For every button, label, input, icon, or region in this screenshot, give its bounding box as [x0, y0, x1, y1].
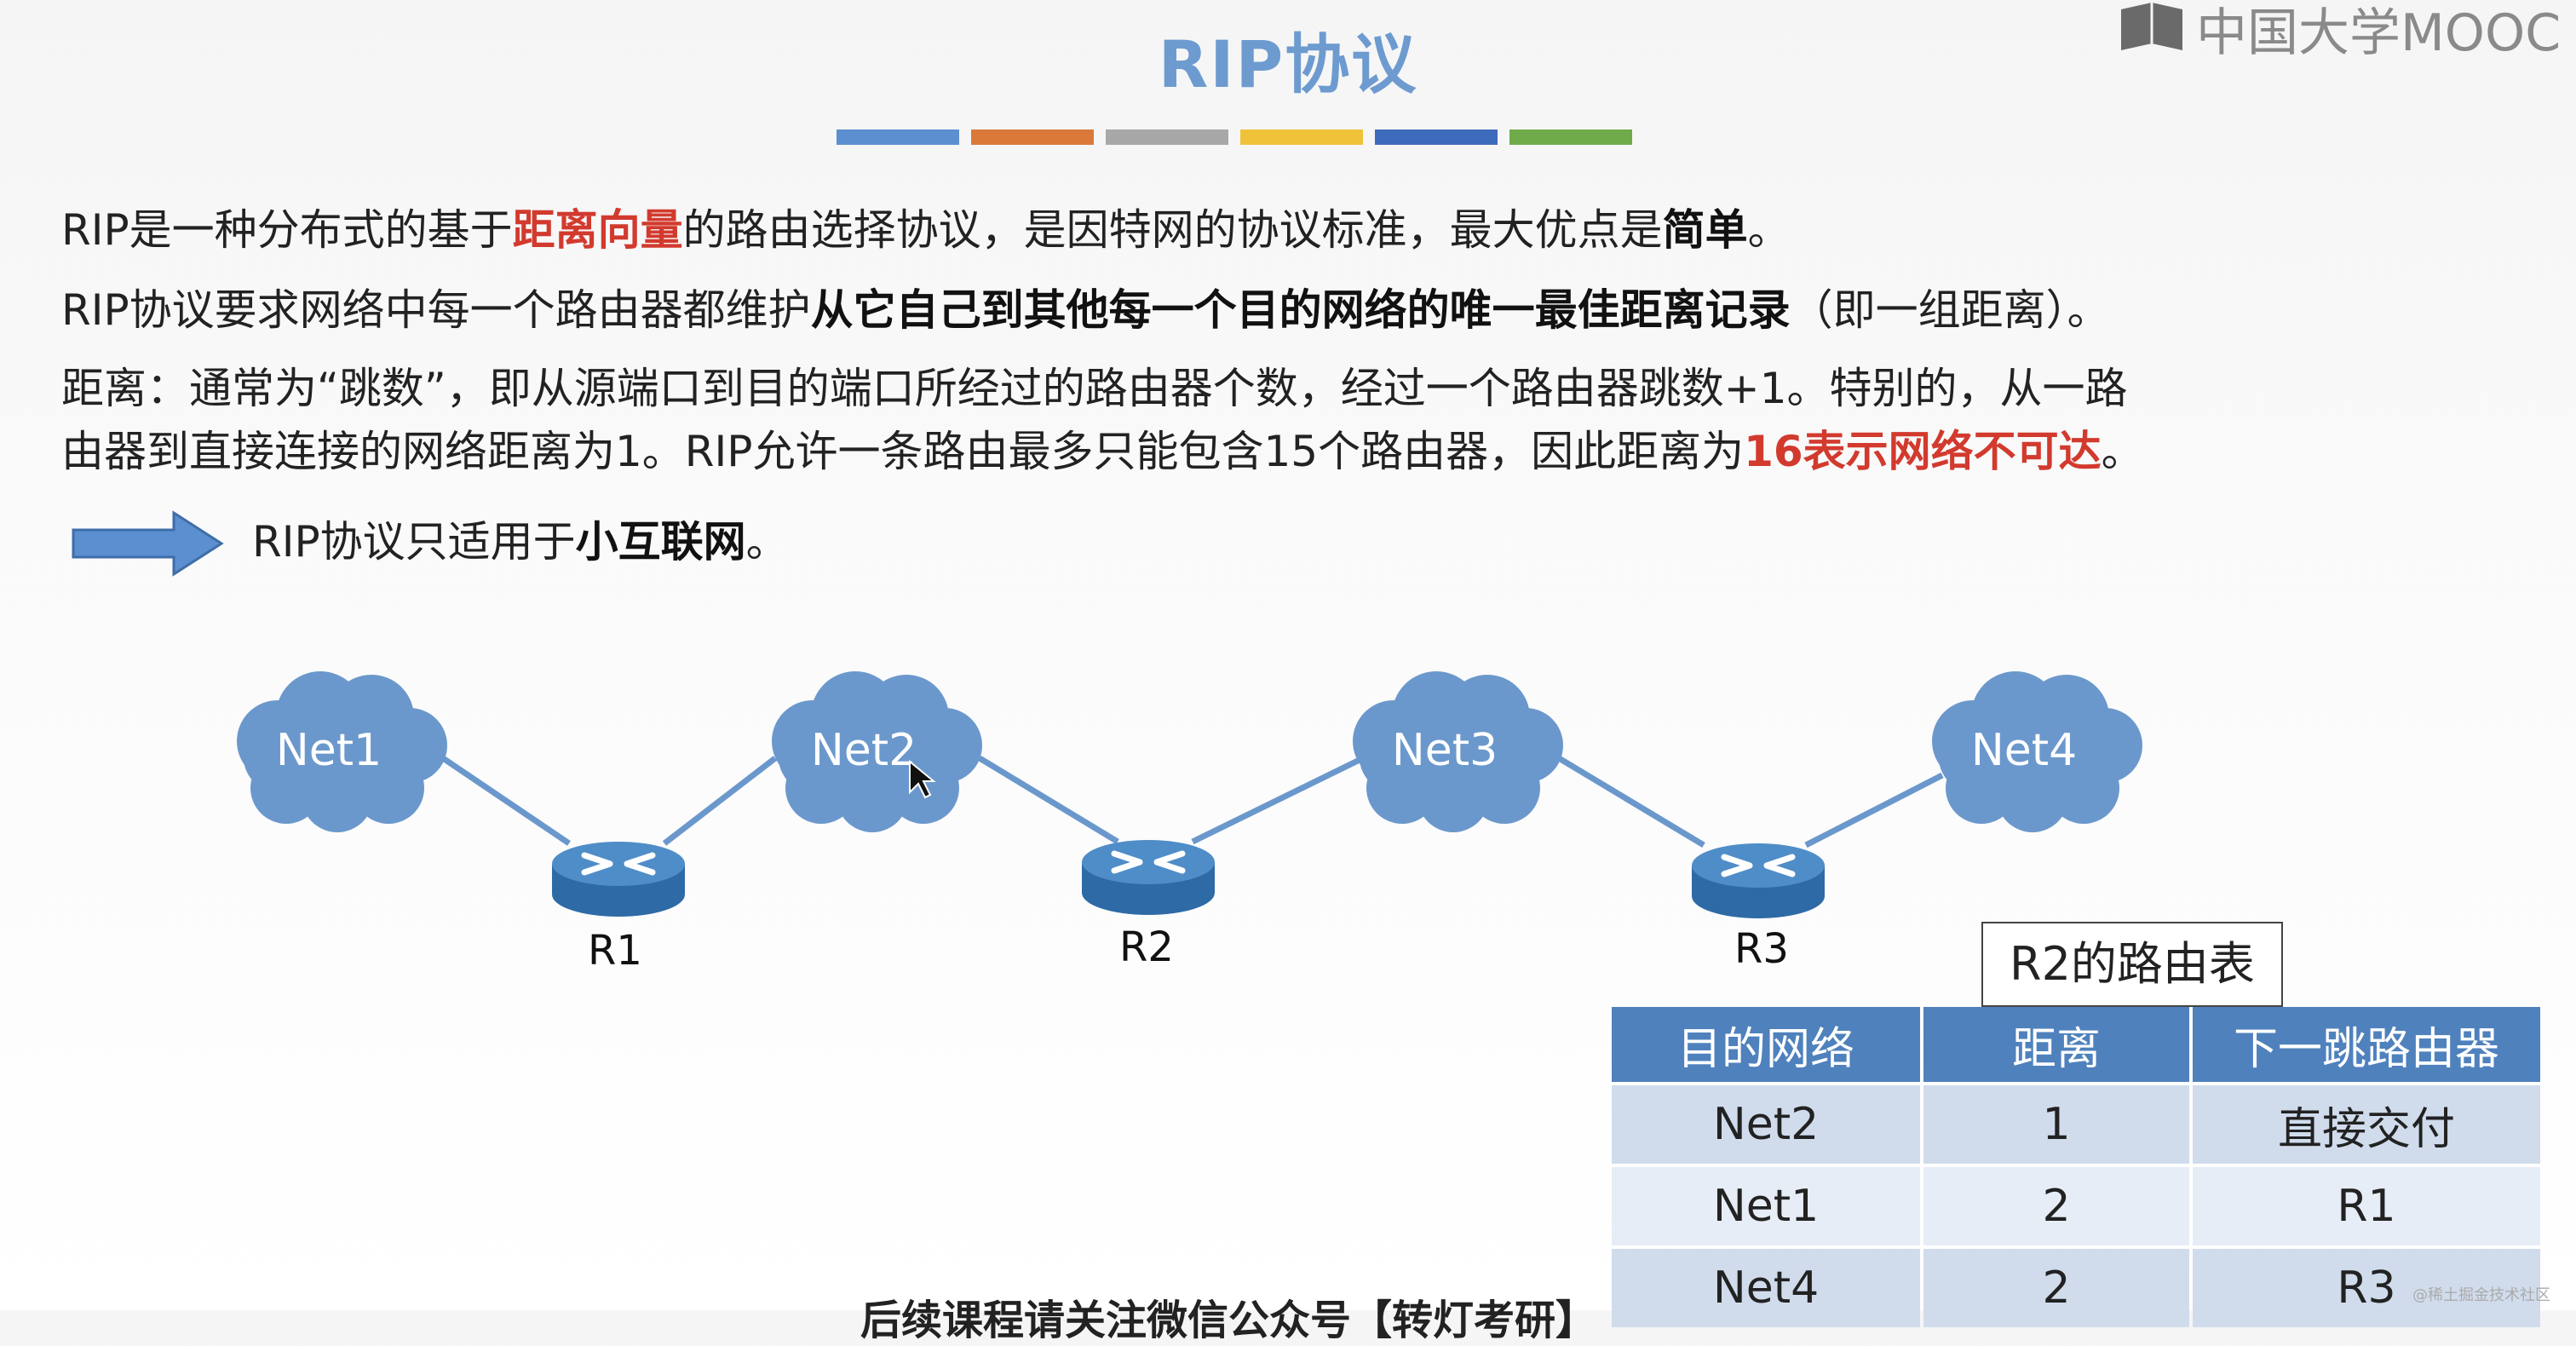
header-distance: 距离: [1923, 1007, 2189, 1082]
routing-table-header: 目的网络 距离 下一跳路由器: [1612, 1007, 2540, 1082]
cell-distance: 1: [1923, 1085, 2189, 1164]
cloud-label-net3: Net3: [1392, 725, 1498, 776]
cell-destination: Net4: [1612, 1249, 1920, 1327]
cloud-label-net2: Net2: [811, 725, 917, 776]
cloud-label-net4: Net4: [1971, 725, 2077, 776]
router-label-r3: R3: [1734, 925, 1789, 973]
text: RIP是一种分布式的基于: [61, 205, 513, 255]
text: 的路由选择协议，是因特网的协议标准，最大优点是: [682, 205, 1663, 255]
color-segment-1: [837, 129, 959, 145]
text: RIP协议只适用于: [252, 517, 576, 567]
cloud-net3: Net3: [1353, 671, 1563, 832]
mooc-logo: 中国大学MOOC: [2118, 0, 2561, 63]
router-r1: [552, 842, 685, 917]
slide-title: RIP协议: [1158, 26, 1418, 102]
highlight-small-internet: 小互联网: [575, 517, 746, 567]
link-r2-net3: [1191, 755, 1365, 845]
router-label-r2: R2: [1119, 923, 1174, 971]
table-row: Net1 2 R1: [1612, 1167, 2540, 1245]
routing-table: 目的网络 距离 下一跳路由器 Net2 1 直接交付 Net1 2 R1 Net…: [1608, 1004, 2544, 1331]
cell-next-hop: R1: [2193, 1167, 2540, 1245]
paragraph-small-internet: RIP协议只适用于小互联网。: [252, 511, 789, 572]
router-r3: [1692, 843, 1825, 918]
link-net1-r1: [441, 756, 571, 846]
table-row: Net2 1 直接交付: [1612, 1085, 2540, 1164]
paragraph-distance-line1: 距离：通常为“跳数”，即从源端口到目的端口所经过的路由器个数，经过一个路由器跳数…: [61, 364, 2128, 413]
cell-next-hop: 直接交付: [2193, 1085, 2540, 1164]
router-label-r1: R1: [588, 927, 642, 975]
mouse-cursor-icon: [909, 759, 936, 799]
text: 由器到直接连接的网络距离为1。RIP允许一条路由最多只能包含15个路由器，因此距…: [61, 427, 1745, 476]
color-segment-4: [1240, 129, 1363, 145]
cloud-net4: Net4: [1932, 671, 2142, 832]
paragraph-rip-definition: RIP是一种分布式的基于距离向量的路由选择协议，是因特网的协议标准，最大优点是简…: [61, 199, 1791, 261]
cell-destination: Net1: [1612, 1167, 1920, 1245]
header-next-hop: 下一跳路由器: [2193, 1007, 2540, 1082]
router-r2: [1082, 840, 1215, 915]
cell-distance: 2: [1923, 1167, 2189, 1245]
routing-table-caption: R2的路由表: [1981, 922, 2283, 1007]
title-color-bar: [837, 129, 1632, 145]
header-destination: 目的网络: [1612, 1007, 1920, 1082]
logo-text: 中国大学MOOC: [2196, 3, 2562, 63]
text: 。: [1747, 205, 1791, 255]
cell-distance: 2: [1923, 1249, 2189, 1327]
link-r1-net2: [662, 756, 778, 846]
paragraph-distance-line2: 由器到直接连接的网络距离为1。RIP允许一条路由最多只能包含15个路由器，因此距…: [61, 421, 2144, 482]
highlight-simple: 简单: [1662, 205, 1748, 255]
color-segment-6: [1509, 129, 1632, 145]
cloud-label-net1: Net1: [276, 725, 382, 776]
paragraph-rip-requirement: RIP协议要求网络中每一个路由器都维护从它自己到其他每一个目的网络的唯一最佳距离…: [61, 279, 2110, 341]
link-net3-r3: [1557, 755, 1705, 848]
color-segment-2: [971, 129, 1094, 145]
cell-destination: Net2: [1612, 1085, 1920, 1164]
watermark: @稀土掘金技术社区: [2412, 1286, 2550, 1304]
text: 。: [2101, 427, 2144, 476]
text: （即一组距离）。: [1790, 285, 2110, 335]
mooc-book-icon: [2121, 3, 2182, 50]
cloud-net2: Net2: [772, 671, 982, 832]
cloud-net1: Net1: [237, 671, 447, 832]
highlight-distance-vector: 距离向量: [512, 205, 683, 255]
right-arrow-icon: [72, 510, 224, 577]
highlight-best-distance: 从它自己到其他每一个目的网络的唯一最佳距离记录: [810, 285, 1791, 335]
color-segment-5: [1375, 129, 1498, 145]
link-r3-net4: [1804, 772, 1944, 848]
table-row: Net4 2 R3: [1612, 1249, 2540, 1327]
link-net2-r2: [978, 756, 1119, 844]
text: RIP协议要求网络中每一个路由器都维护: [61, 285, 811, 335]
network-diagram: Net1 Net2 Net3 Net4 R1 R2 R3: [237, 671, 2142, 975]
bottom-subtitle: 后续课程请关注微信公众号【转灯考研】: [860, 1297, 1597, 1344]
highlight-unreachable: 16表示网络不可达: [1744, 427, 2102, 476]
color-segment-3: [1106, 129, 1228, 145]
text: 。: [745, 517, 789, 567]
